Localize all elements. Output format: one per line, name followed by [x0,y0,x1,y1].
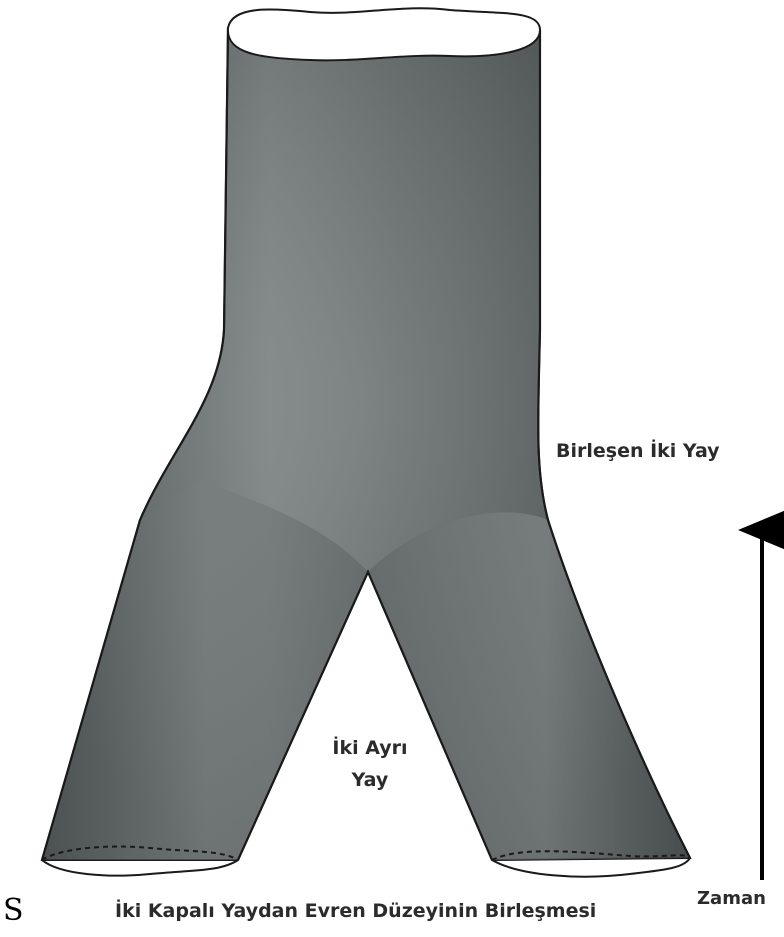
left-loop-front [42,860,238,876]
time-axis-label: Zaman [697,888,766,909]
merged-loops-label: Birleşen İki Yay [556,440,720,462]
separate-loops-label-line2: Yay [320,764,420,796]
separate-loops-label-line1: İki Ayrı [320,732,420,764]
corner-letter: S [3,893,24,928]
right-loop-front [492,858,690,877]
left-leg [42,480,368,860]
separate-loops-label: İki Ayrı Yay [320,732,420,796]
figure-caption: İki Kapalı Yaydan Evren Düzeyinin Birleş… [115,900,596,922]
top-opening [228,8,540,60]
